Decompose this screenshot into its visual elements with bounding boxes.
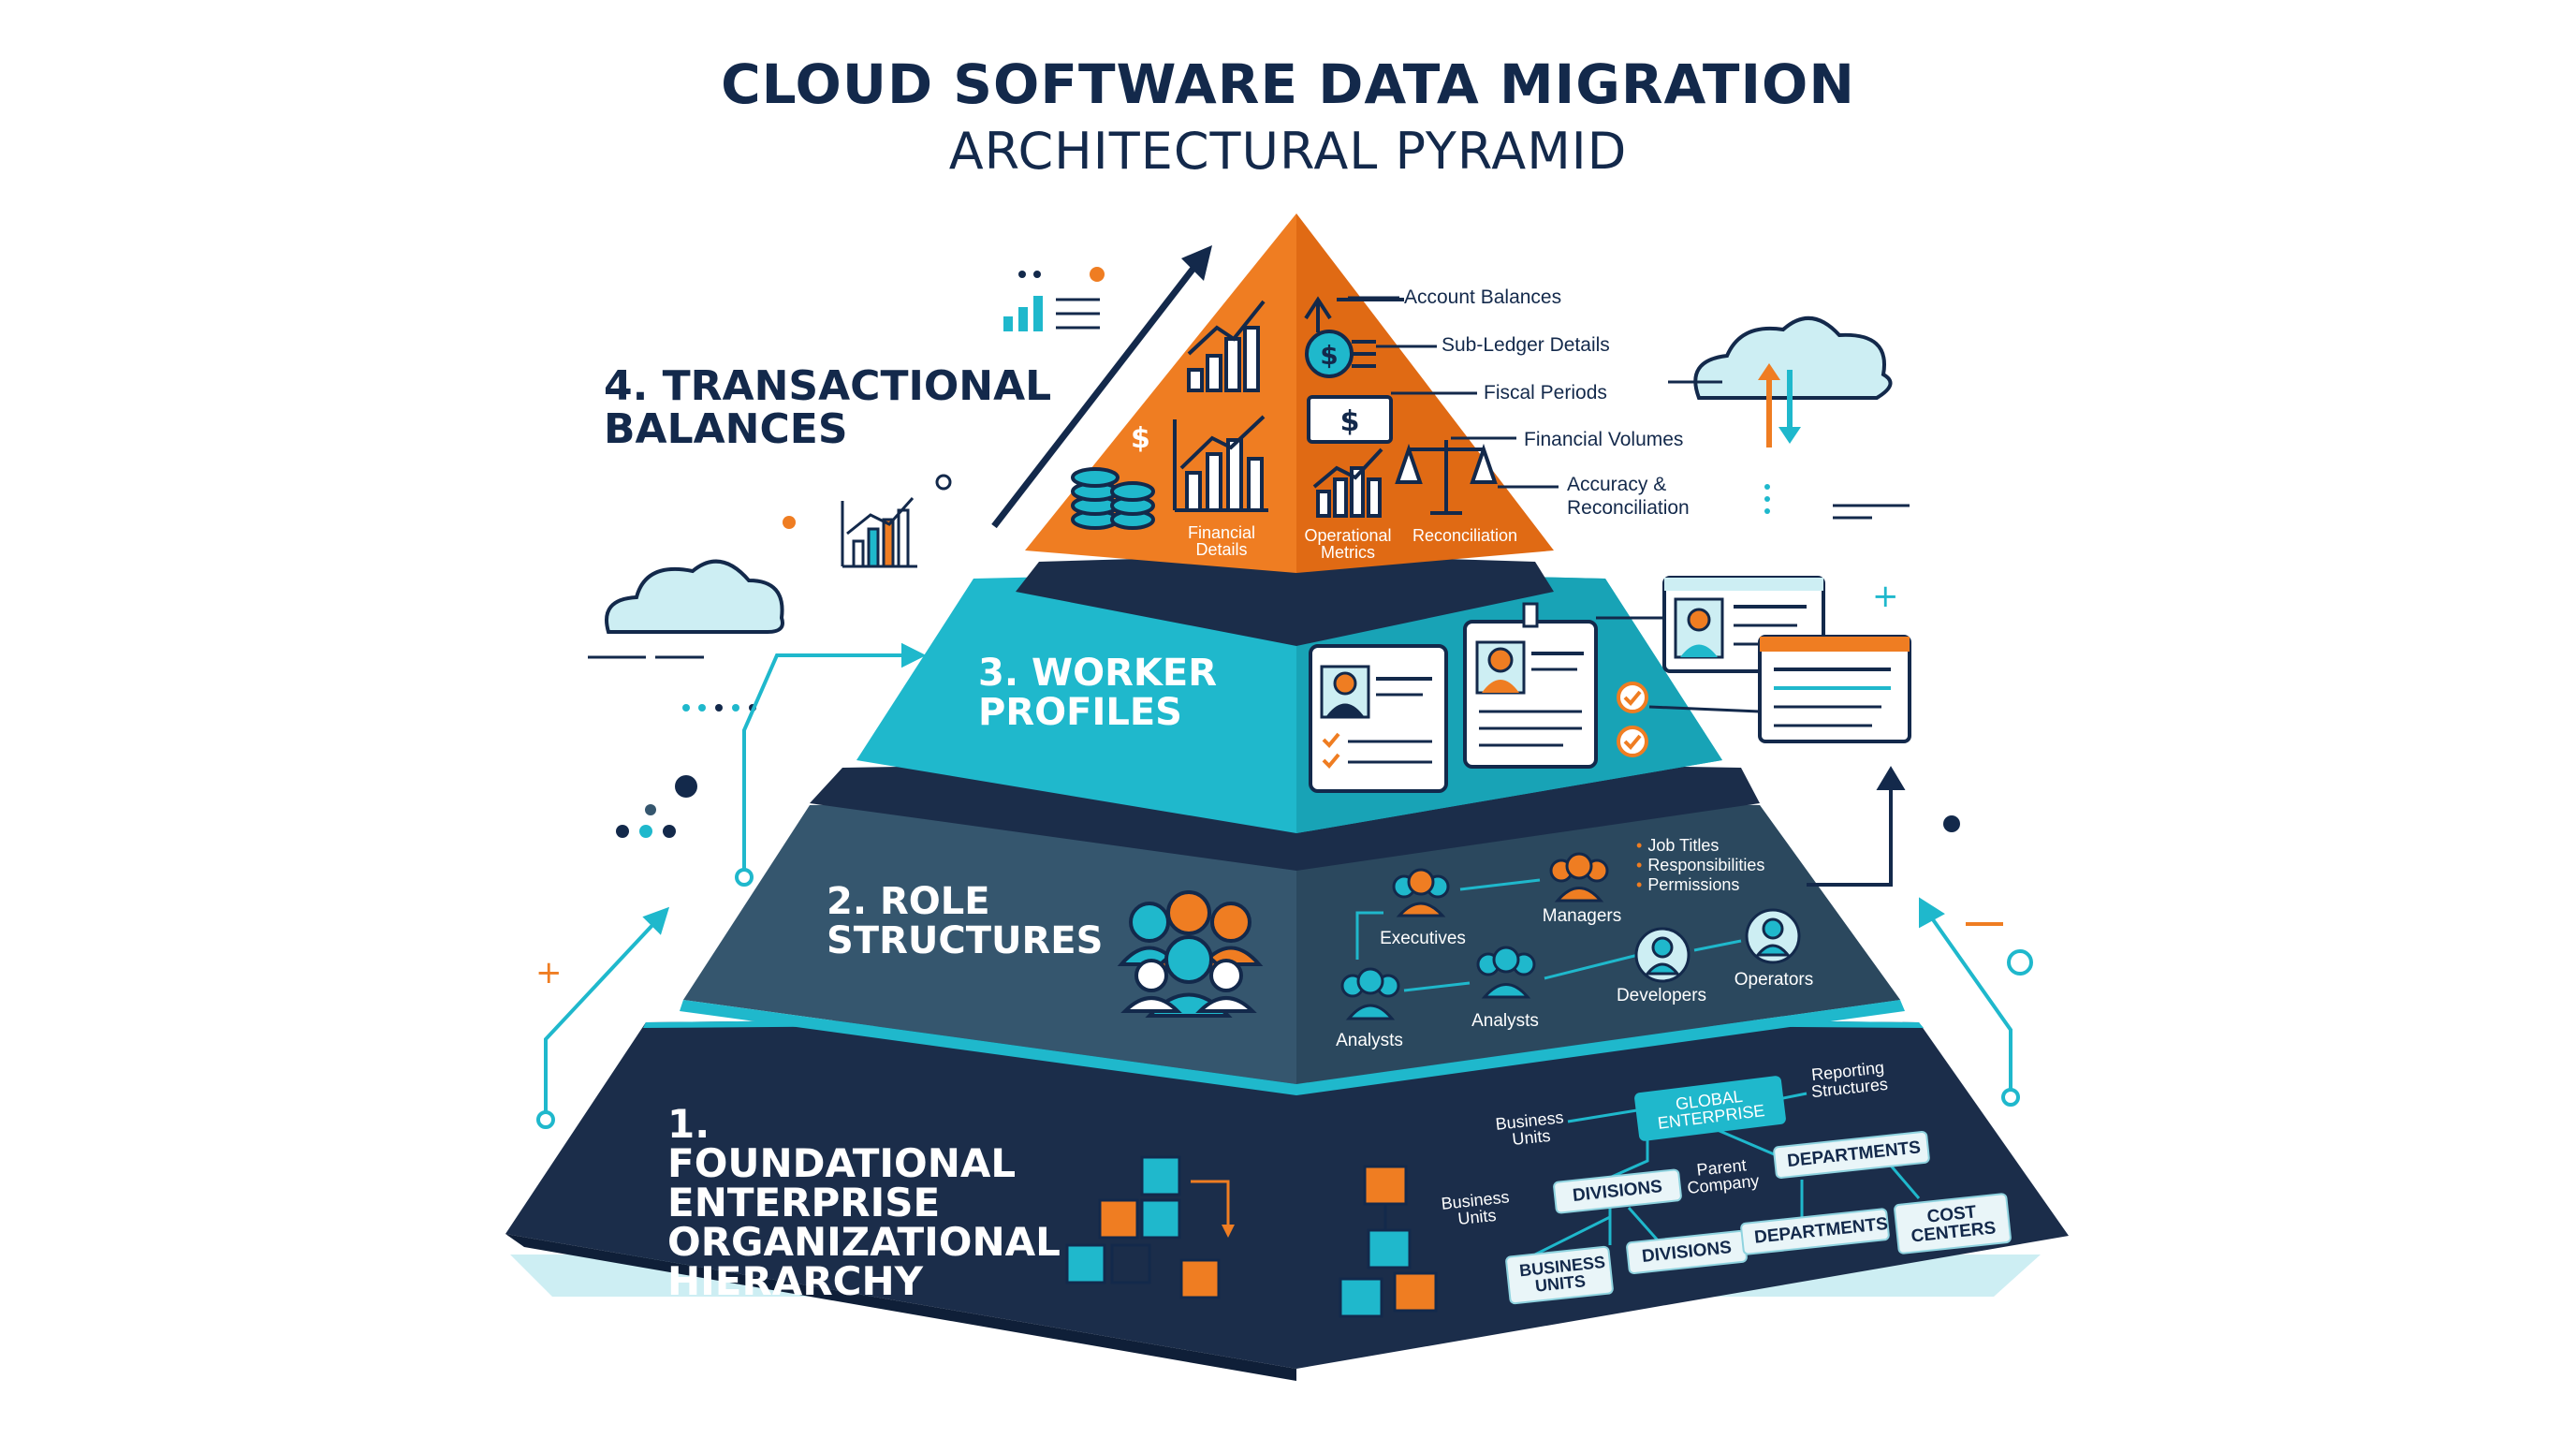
callout-lines [1348, 296, 1559, 489]
svg-text:$: $ [1340, 405, 1360, 438]
role-bullet-job-titles: •Job Titles [1636, 836, 1720, 855]
decor-dot [1943, 815, 1960, 832]
mini-chart-icon [841, 497, 917, 568]
mini-chart-icon [1003, 267, 1105, 331]
cloud-icon [1693, 315, 1893, 400]
tier-2-right [1296, 798, 1900, 1084]
arrow-icon [536, 906, 670, 1129]
arrow-icon [1807, 766, 1906, 887]
tier-1-label: 1. FOUNDATIONAL ENTERPRISE ORGANIZATIONA… [667, 1101, 1061, 1304]
role-node-executives: Executives [1380, 929, 1466, 948]
callout-account-balances: Account Balances [1404, 286, 1562, 308]
callout-sub-ledger-details: Sub-Ledger Details [1442, 334, 1610, 356]
dollar-sign-icon: $ [1131, 422, 1150, 455]
tier-1-front-left [505, 1234, 1296, 1381]
arrow-icon [735, 642, 927, 887]
connector-line [1648, 705, 1761, 713]
people-group-icon [1392, 868, 1450, 917]
sync-arrows-icon [1758, 363, 1801, 448]
checkmark-icon [1617, 682, 1648, 757]
people-group-icon [1549, 852, 1609, 902]
callout-financial-volumes: Financial Volumes [1524, 429, 1684, 450]
icon-label-operational-metrics: Operational Metrics [1304, 526, 1392, 562]
callout-fiscal-periods: Fiscal Periods [1484, 382, 1607, 404]
growth-arrow-head [1181, 245, 1212, 281]
growth-arrow-line [991, 259, 1201, 529]
bar-chart-icon [1312, 448, 1383, 518]
cubes-icon [1065, 1155, 1235, 1299]
tier-3-label: 3. WORKER PROFILES [978, 652, 1217, 734]
person-card-icon [1463, 602, 1598, 769]
decor-ring [935, 474, 952, 491]
tier-gap-3-4 [1016, 554, 1554, 646]
profile-window-icon [1758, 635, 1911, 743]
role-node-analysts-2: Analysts [1471, 1011, 1539, 1031]
cloud-icon [605, 559, 784, 634]
icon-label-reconciliation: Reconciliation [1412, 526, 1518, 545]
role-node-managers: Managers [1542, 906, 1622, 926]
role-node-operators: Operators [1734, 970, 1814, 990]
coin-stack-icon [1071, 467, 1155, 530]
arrow-up-icon [1304, 296, 1404, 332]
decor-dots [1764, 484, 1770, 514]
role-connectors [1355, 878, 1742, 992]
people-group-icon [1117, 890, 1264, 1018]
tier-2-label: 2. ROLE STRUCTURES [827, 880, 1104, 962]
role-node-analysts: Analysts [1336, 1031, 1403, 1050]
page-title: CLOUD SOFTWARE DATA MIGRATION [721, 52, 1855, 116]
people-group-icon [1476, 946, 1536, 999]
banknote-icon: $ [1307, 395, 1393, 444]
plus-icon: + [535, 954, 563, 991]
role-node-developers: Developers [1616, 986, 1707, 1005]
role-bullet-responsibilities: •Responsibilities [1636, 856, 1765, 874]
person-icon [1634, 927, 1690, 983]
plus-icon: + [1872, 578, 1899, 615]
scale-icon [1395, 440, 1498, 515]
page-subtitle: ARCHITECTURAL PYRAMID [948, 122, 1628, 181]
person-icon [1745, 908, 1801, 964]
person-card-icon [1309, 644, 1448, 793]
tier-4-label: 4. TRANSACTIONAL BALANCES [604, 362, 1052, 454]
bar-chart-icon [1173, 415, 1268, 512]
decor-dots [682, 704, 756, 712]
cubes-icon [1339, 1165, 1438, 1318]
arrow-icon [1919, 897, 2020, 1107]
people-group-icon [1340, 967, 1400, 1020]
bar-chart-icon [1187, 300, 1266, 392]
decor-dot [783, 516, 796, 529]
callout-accuracy-reconciliation: Accuracy & Reconciliation [1567, 474, 1690, 520]
icon-label-financial-details: Financial Details [1187, 523, 1256, 559]
dollar-coin-icon: $ [1305, 330, 1376, 378]
svg-text:$: $ [1320, 340, 1338, 371]
role-bullet-permissions: •Permissions [1636, 875, 1740, 894]
decor-ring [2007, 949, 2033, 976]
decor-dots [616, 775, 697, 838]
